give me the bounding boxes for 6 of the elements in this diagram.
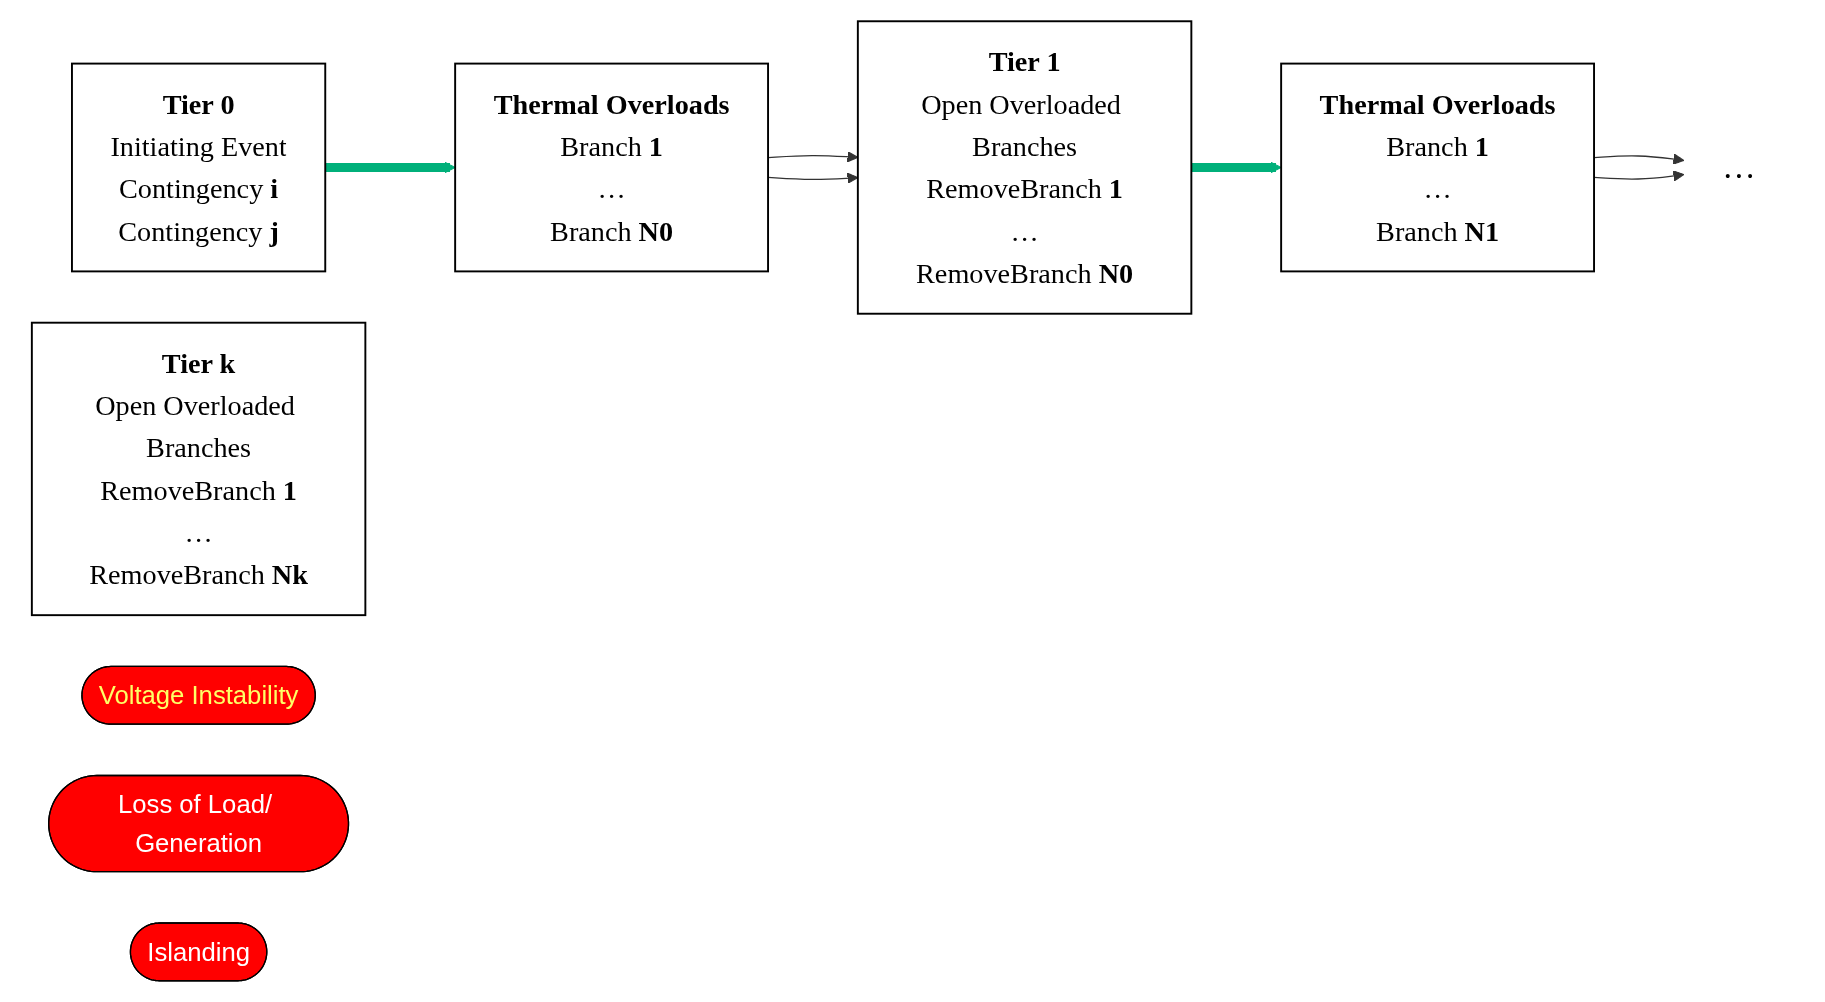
node-box: Thermal Overloads Branch 1 … Branch N0 — [453, 62, 769, 273]
node-box: Tier k Open Overloaded Branches RemoveBranch 1 … RemoveBranch Nk — [30, 321, 366, 617]
node-text: … — [1721, 148, 1756, 187]
node-box: Tier 1 Open Overloaded Branches RemoveBranch 1 … RemoveBranch N0 — [856, 20, 1192, 315]
node-box: Tier 0 Initiating Event Contingency i Contingency j — [70, 62, 326, 273]
node-box: Thermal Overloads Branch 1 … Branch N1 — [1279, 62, 1595, 273]
